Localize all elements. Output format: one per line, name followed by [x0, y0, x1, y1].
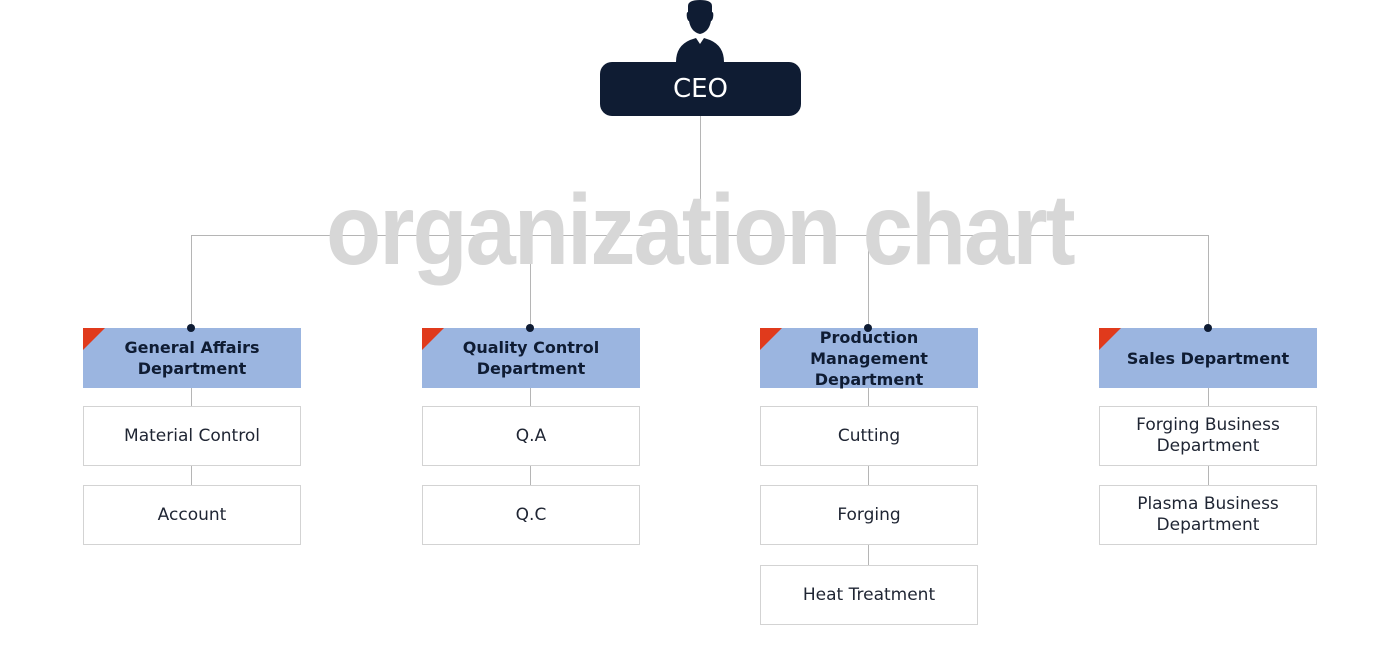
unit-connector	[530, 388, 531, 406]
person-icon	[676, 0, 724, 62]
unit-connector	[868, 545, 869, 565]
ceo-box: CEO	[600, 62, 801, 116]
dept-corner-accent	[83, 328, 105, 350]
unit-connector	[1208, 388, 1209, 406]
dept-corner-accent	[422, 328, 444, 350]
ceo-connector	[700, 116, 701, 236]
unit-qa: Q.A	[422, 406, 640, 466]
unit-connector	[530, 466, 531, 485]
connector-dot	[526, 324, 534, 332]
dept-title: Sales Department	[1126, 348, 1290, 368]
dept-connector-2	[530, 235, 531, 328]
unit-connector	[191, 388, 192, 406]
unit-connector	[868, 388, 869, 406]
connector-dot	[864, 324, 872, 332]
unit-heat-treatment: Heat Treatment	[760, 565, 978, 625]
unit-connector	[1208, 466, 1209, 485]
unit-connector	[191, 466, 192, 485]
unit-forging: Forging	[760, 485, 978, 545]
unit-account: Account	[83, 485, 301, 545]
dept-connector-3	[868, 235, 869, 328]
unit-cutting: Cutting	[760, 406, 978, 466]
watermark-title: organization chart	[326, 174, 1075, 286]
dept-corner-accent	[1099, 328, 1121, 350]
connector-dot	[1204, 324, 1212, 332]
connector-dot	[187, 324, 195, 332]
horizontal-bus	[191, 235, 1209, 236]
dept-connector-4	[1208, 235, 1209, 328]
unit-qc: Q.C	[422, 485, 640, 545]
unit-material-control: Material Control	[83, 406, 301, 466]
unit-connector	[868, 466, 869, 485]
dept-corner-accent	[760, 328, 782, 350]
dept-sales: Sales Department	[1099, 328, 1317, 388]
dept-connector-1	[191, 235, 192, 328]
